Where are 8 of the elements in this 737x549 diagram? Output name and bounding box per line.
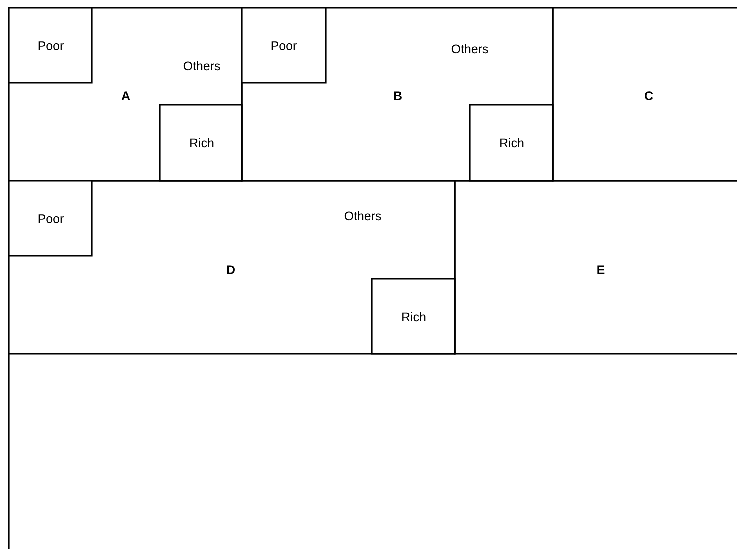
- category-box: Rich: [159, 104, 243, 182]
- category-box: Poor: [241, 7, 327, 84]
- region-box: C: [552, 7, 737, 182]
- category-box: Rich: [371, 278, 456, 355]
- category-box: Poor: [8, 180, 93, 257]
- category-box: Rich: [469, 104, 554, 182]
- region-box: E: [454, 180, 737, 355]
- category-box: Poor: [8, 7, 93, 84]
